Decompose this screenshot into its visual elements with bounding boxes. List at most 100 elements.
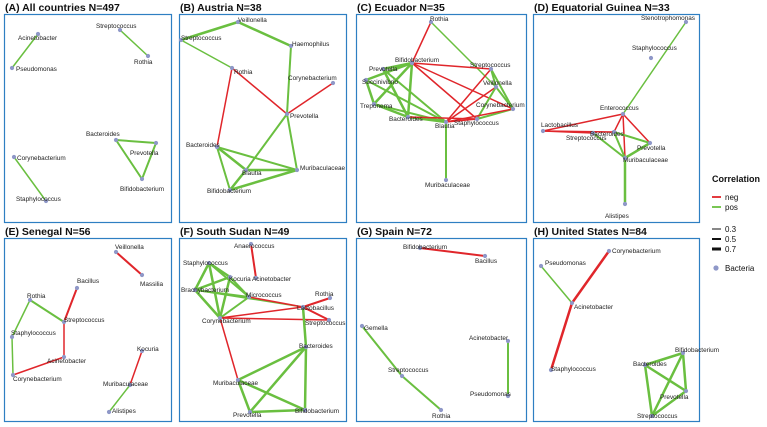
- node-label-prevotella: Prevotella: [637, 145, 666, 152]
- node-bacteroides: [642, 362, 648, 368]
- node-prevotella: [284, 111, 290, 117]
- node-label-prevotella: Prevotella: [233, 412, 262, 419]
- node-corynebacterium: [10, 372, 16, 378]
- edge-pos-bacteroides-prevotella: [643, 363, 688, 393]
- node-bacillus: [74, 285, 80, 291]
- node-label-staphylococcus: Staphylococcus: [632, 45, 677, 52]
- node-corynebacterium: [510, 106, 516, 112]
- node-pseudomonas: [538, 263, 544, 269]
- panel-title-g: (G) Spain N=72: [357, 226, 432, 238]
- node-acinetobacter: [61, 354, 67, 360]
- node-label-staphylococcus: Staphylococcus: [551, 366, 596, 373]
- edge-pos-bacteroides-muribaculaceae: [613, 131, 626, 159]
- panel-frame-d: [532, 13, 701, 224]
- node-staphylococcus: [206, 260, 212, 266]
- node-prevotella: [647, 140, 653, 146]
- edge-neg-anaerococcus-acinetobacter: [250, 243, 257, 279]
- edge-pos-streptococcus-muribaculaceae: [592, 132, 626, 159]
- node-prevotella: [380, 66, 386, 72]
- edge-neg-veillonella-massilia: [115, 251, 143, 276]
- edge-pos-streptococcus-rothia: [180, 39, 233, 69]
- edge-neg-bifidobacterium-staphylococcus: [411, 62, 478, 120]
- node-label-bacteroides: Bacteroides: [590, 131, 624, 138]
- node-label-bacillus: Bacillus: [475, 258, 497, 265]
- edge-pos-bifidobacterium-succinivibrio: [364, 61, 414, 82]
- edge-pos-streptococcus-rothia: [401, 375, 442, 411]
- edge-pos-bifidobacterium-muribaculaceae: [228, 168, 299, 192]
- edge-pos-bacteroides-streptococcus: [643, 363, 654, 418]
- node-label-kocuria: Kocuria: [137, 346, 159, 353]
- node-label-bifidobacterium: Bifidobacterium: [295, 408, 339, 415]
- network-panel-h: CorynebacteriumPseudomonasAcinetobacterS…: [538, 248, 719, 420]
- node-label-bacteroides: Bacteroides: [86, 131, 120, 138]
- node-label-muribaculaceae: Muribaculaceae: [300, 165, 346, 172]
- network-panel-g: BifidobacteriumBacillusGemellaAcinetobac…: [359, 244, 511, 420]
- node-bifidobacterium: [227, 187, 233, 193]
- node-muribaculaceae: [294, 167, 300, 173]
- edge-pos-bacteroides-prevotella: [613, 131, 651, 144]
- node-label-lactobacillus: Lactobacillus: [541, 122, 578, 129]
- legend-bacteria-label: Bacteria: [725, 264, 755, 273]
- node-lactobacillus: [300, 304, 306, 310]
- node-rothia: [327, 295, 333, 301]
- node-bifidobacterium: [417, 245, 423, 251]
- network-panel-f: AnaerococcusStaphylococcusAcinetobacterK…: [181, 241, 346, 419]
- edge-neg-lactobacillus-bacteroides: [542, 130, 615, 133]
- edge-pos-bifidobacterium-streptococcus: [650, 351, 685, 418]
- node-label-streptococcus: Streptococcus: [388, 367, 429, 374]
- node-label-anaerococcus: Anaerococcus: [234, 243, 275, 250]
- node-staphylococcus: [548, 367, 554, 373]
- node-label-rothia: Rothia: [315, 291, 334, 298]
- panel-frame-h: [532, 237, 701, 423]
- node-prevotella: [153, 140, 159, 146]
- legend-width-05-label: 0.5: [725, 235, 737, 244]
- node-streptococcus: [399, 373, 405, 379]
- node-label-bacillus: Bacillus: [77, 278, 99, 285]
- edge-pos-kocuria-corynebacterium: [218, 275, 232, 320]
- node-muribaculaceae: [235, 377, 241, 383]
- edge-pos-bifidobacterium-bacteroides: [406, 61, 414, 119]
- node-acinetobacter: [569, 300, 575, 306]
- node-label-streptococcus: Streptococcus: [96, 23, 137, 30]
- node-label-haemophilus: Haemophilus: [292, 41, 329, 48]
- node-label-rothia: Rothia: [234, 69, 253, 76]
- edge-neg-corynebacterium-muribaculaceae: [219, 317, 239, 381]
- node-label-muribaculaceae: Muribaculaceae: [213, 380, 259, 387]
- node-staphylococcus: [43, 198, 49, 204]
- node-bifidobacterium: [302, 407, 308, 413]
- node-gemella: [359, 323, 365, 329]
- edge-pos-rothia-staphylococcus: [11, 299, 31, 338]
- node-label-veillonella: Veillonella: [115, 244, 144, 251]
- node-prevotella: [683, 388, 689, 394]
- panel-title-b: (B) Austria N=38: [180, 2, 262, 14]
- edge-neg-enterococcus-lactobacillus: [542, 113, 624, 132]
- edge-pos-haemophilus-prevotella: [286, 45, 292, 115]
- node-label-bacteroides: Bacteroides: [633, 361, 667, 368]
- edge-pos-rothia-veillonella: [430, 21, 497, 88]
- edge-neg-enterococcus-bacteroides: [613, 113, 624, 133]
- node-rothia: [145, 53, 151, 59]
- node-label-bacteroides: Bacteroides: [299, 343, 333, 350]
- node-treponema: [371, 101, 377, 107]
- panel-title-d: (D) Equatorial Guinea N=33: [534, 2, 670, 14]
- node-label-veillonella: Veillonella: [483, 80, 512, 87]
- node-label-treponema: Treponema: [360, 103, 393, 110]
- legend-width-03-label: 0.3: [725, 225, 737, 234]
- node-prevotella: [247, 409, 253, 415]
- node-label-corynebacterium: Corynebacterium: [17, 155, 66, 162]
- edge-neg-rothia-prevotella: [231, 67, 288, 115]
- node-veillonella: [235, 19, 241, 25]
- node-kocuria: [227, 274, 233, 280]
- panel-frame-a: [3, 13, 173, 224]
- edge-neg-corynebacterium-blautia: [445, 108, 514, 123]
- node-label-alistipes: Alistipes: [112, 408, 136, 415]
- edge-pos-bacteroides-bifidobacterium: [216, 146, 231, 191]
- node-bacteroides: [611, 129, 617, 135]
- legend-pos-label: pos: [725, 203, 738, 212]
- node-label-bifidobacterium: Bifidobacterium: [403, 244, 447, 251]
- node-bacteroides: [405, 114, 411, 120]
- node-muribaculaceae: [622, 155, 628, 161]
- node-streptococcus: [178, 37, 184, 43]
- node-enterococcus: [620, 111, 626, 117]
- panel-title-e: (E) Senegal N=56: [5, 226, 91, 238]
